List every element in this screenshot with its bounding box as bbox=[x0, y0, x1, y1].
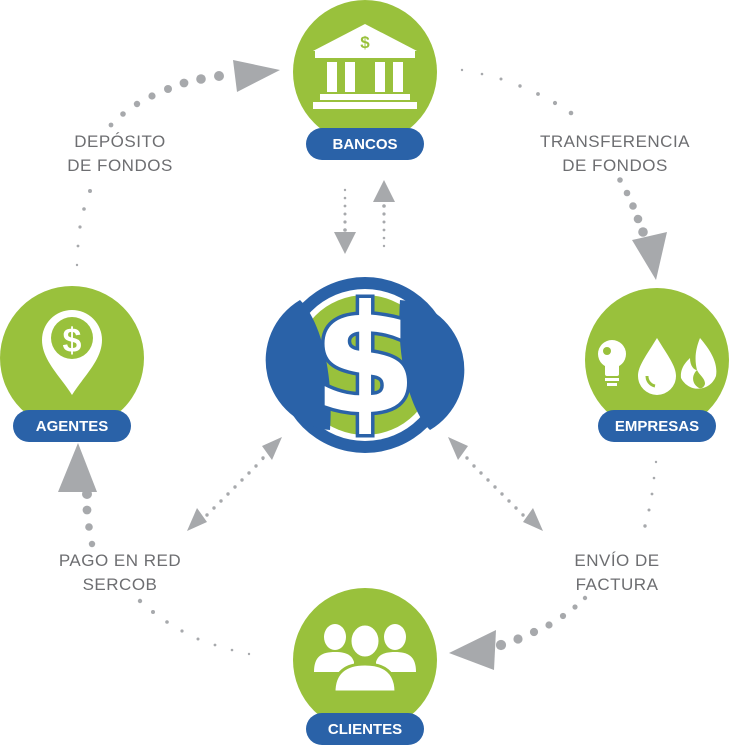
pago-label-line2: SERCOB bbox=[83, 575, 158, 594]
pago-arrow bbox=[58, 443, 251, 656]
envio-arrow bbox=[449, 460, 658, 670]
clientes-label: CLIENTES bbox=[328, 721, 402, 738]
lightbulb-icon bbox=[598, 340, 626, 386]
svg-text:$: $ bbox=[360, 33, 370, 52]
transferencia-label: TRANSFERENCIA DE FONDOS bbox=[540, 132, 690, 175]
center-agentes-arrow bbox=[187, 437, 282, 531]
empresas-label: EMPRESAS bbox=[615, 418, 699, 435]
node-clientes: CLIENTES bbox=[293, 588, 437, 745]
deposito-label-line1: DEPÓSITO bbox=[74, 132, 166, 151]
center-dollar-logo: $ bbox=[265, 271, 465, 453]
location-pin-icon: $ bbox=[42, 310, 102, 395]
envio-label-line2: FACTURA bbox=[576, 575, 659, 594]
flame-icon bbox=[680, 338, 717, 389]
center-to-bancos-arrow bbox=[373, 180, 395, 248]
bancos-label: BANCOS bbox=[332, 136, 397, 153]
node-bancos: $ BANCOS bbox=[293, 0, 437, 160]
agentes-pill bbox=[13, 410, 131, 442]
envio-label: ENVÍO DE FACTURA bbox=[574, 551, 659, 594]
empresas-pill bbox=[598, 410, 716, 442]
transferencia-arrow bbox=[460, 68, 667, 280]
envio-label-line1: ENVÍO DE bbox=[574, 551, 659, 570]
deposito-arrow bbox=[75, 60, 280, 267]
node-empresas: EMPRESAS bbox=[585, 288, 729, 442]
transferencia-label-line2: DE FONDOS bbox=[562, 156, 668, 175]
pago-label: PAGO EN RED SERCOB bbox=[59, 551, 181, 594]
clientes-pill bbox=[306, 713, 424, 745]
clientes-circle bbox=[293, 588, 437, 732]
bancos-to-center-arrow bbox=[334, 188, 356, 254]
bancos-pill bbox=[306, 128, 424, 160]
bancos-circle bbox=[293, 0, 437, 144]
transferencia-label-line1: TRANSFERENCIA bbox=[540, 132, 690, 151]
node-agentes: $ AGENTES bbox=[0, 286, 144, 442]
bank-icon: $ bbox=[313, 24, 417, 109]
deposito-label-line2: DE FONDOS bbox=[67, 156, 173, 175]
svg-text:$: $ bbox=[63, 322, 82, 360]
center-clientes-arrow bbox=[448, 437, 543, 531]
people-group-icon bbox=[314, 622, 416, 694]
agentes-label: AGENTES bbox=[36, 418, 109, 435]
deposito-label: DEPÓSITO DE FONDOS bbox=[67, 132, 173, 175]
pago-label-line1: PAGO EN RED bbox=[59, 551, 181, 570]
dollar-sign: $ bbox=[313, 274, 417, 448]
water-drop-icon bbox=[638, 338, 676, 395]
